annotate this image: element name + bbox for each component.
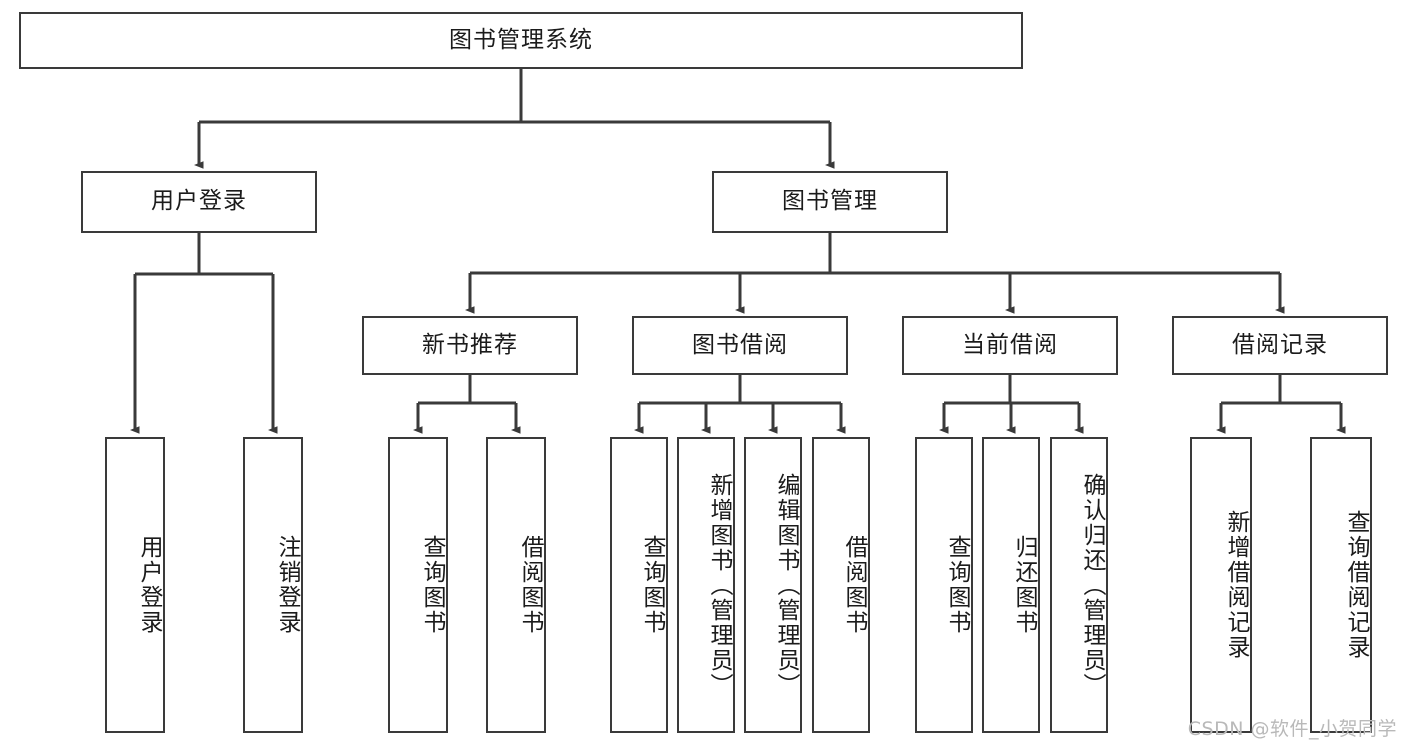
node-leaf-add-book-admin[interactable]: 新增图书（管理员）: [677, 437, 735, 733]
node-user-login[interactable]: 用户登录: [81, 171, 317, 233]
node-leaf-query-book-recommend[interactable]: 查询图书: [388, 437, 448, 733]
csdn-watermark: CSDN @软件_小贺同学: [1187, 718, 1397, 740]
node-leaf-confirm-return-admin[interactable]: 确认归还（管理员）: [1050, 437, 1108, 733]
node-new-book-recommend[interactable]: 新书推荐: [362, 316, 578, 375]
node-leaf-user-logout[interactable]: 注销登录: [243, 437, 303, 733]
node-leaf-return-book[interactable]: 归还图书: [982, 437, 1040, 733]
node-borrow-record[interactable]: 借阅记录: [1172, 316, 1388, 375]
node-root-system[interactable]: 图书管理系统: [19, 12, 1023, 69]
node-leaf-query-book-borrow[interactable]: 查询图书: [610, 437, 668, 733]
node-leaf-query-borrow-record[interactable]: 查询借阅记录: [1310, 437, 1372, 733]
node-current-borrow[interactable]: 当前借阅: [902, 316, 1118, 375]
node-leaf-add-borrow-record[interactable]: 新增借阅记录: [1190, 437, 1252, 733]
node-book-borrow[interactable]: 图书借阅: [632, 316, 848, 375]
node-leaf-user-login[interactable]: 用户登录: [105, 437, 165, 733]
node-leaf-query-book-current[interactable]: 查询图书: [915, 437, 973, 733]
node-book-manage[interactable]: 图书管理: [712, 171, 948, 233]
node-leaf-borrow-book[interactable]: 借阅图书: [812, 437, 870, 733]
node-leaf-edit-book-admin[interactable]: 编辑图书（管理员）: [744, 437, 802, 733]
node-leaf-borrow-book-recommend[interactable]: 借阅图书: [486, 437, 546, 733]
